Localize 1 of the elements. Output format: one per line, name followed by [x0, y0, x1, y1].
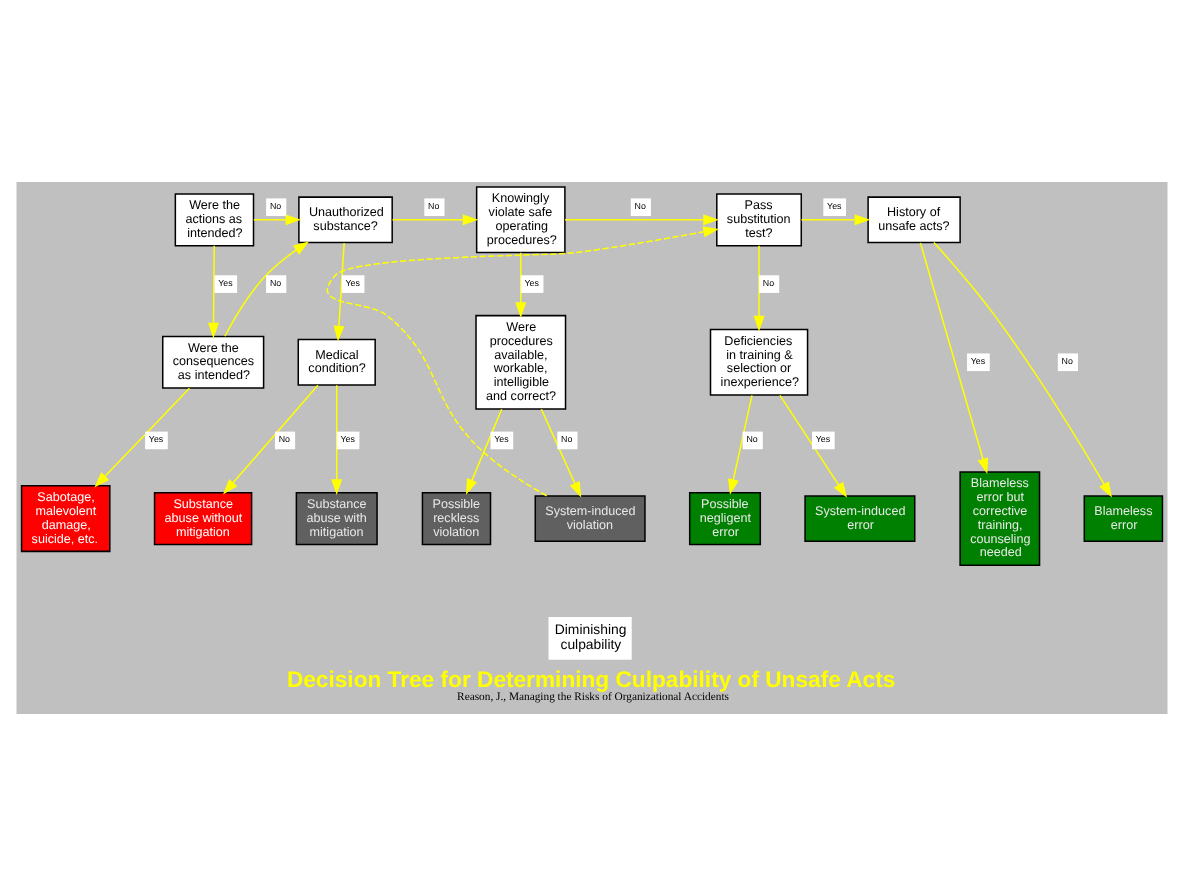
- diagram-title: Decision Tree for Determining Culpability of Unsafe Acts: [286, 667, 896, 692]
